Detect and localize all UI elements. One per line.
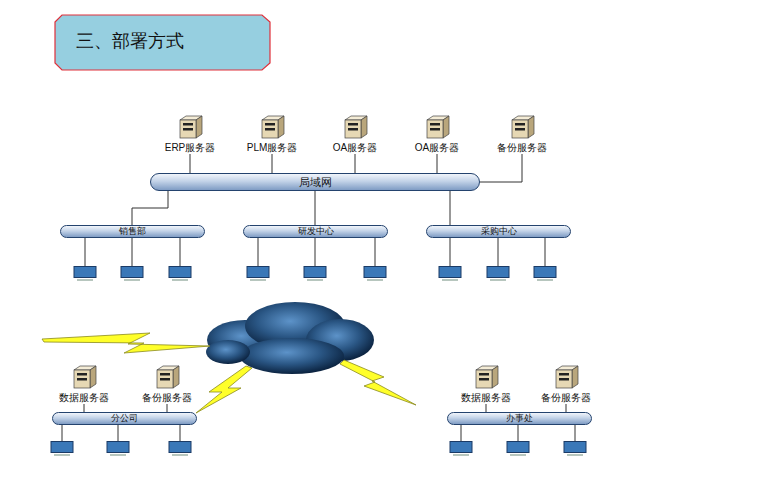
- bus-label: 分公司: [53, 413, 196, 424]
- network-link: [167, 404, 168, 412]
- bus-label: 办事处: [448, 413, 591, 424]
- drive-slot: [515, 128, 525, 131]
- pc-monitors: [51, 267, 586, 456]
- server-node: 备份服务器: [477, 114, 567, 154]
- server-front: [512, 120, 528, 138]
- bus-label: 局域网: [151, 174, 479, 190]
- bus-label: 销售部: [61, 226, 204, 237]
- server-label: 备份服务器: [521, 392, 611, 404]
- network-link: [355, 154, 356, 173]
- drive-slot: [77, 378, 87, 381]
- server-side: [443, 116, 449, 138]
- server-front: [262, 120, 278, 138]
- server-side: [492, 366, 498, 388]
- server-front: [180, 120, 196, 138]
- drive-slot: [430, 123, 440, 126]
- server-icon: [177, 114, 203, 140]
- server-side: [572, 366, 578, 388]
- network-link: [132, 191, 168, 225]
- network-bus: 分公司: [52, 412, 197, 425]
- server-label: 备份服务器: [477, 142, 567, 154]
- server-node: 数据服务器: [441, 364, 531, 404]
- server-front: [74, 370, 90, 388]
- server-node: 备份服务器: [122, 364, 212, 404]
- server-node: PLM服务器: [227, 114, 317, 154]
- drive-slot: [183, 123, 193, 126]
- network-link: [84, 404, 85, 412]
- drive-slot: [77, 373, 87, 376]
- network-link: [480, 154, 522, 182]
- server-front: [556, 370, 572, 388]
- server-label: 备份服务器: [122, 392, 212, 404]
- server-front: [157, 370, 173, 388]
- server-front: [476, 370, 492, 388]
- network-link: [450, 191, 451, 225]
- network-bus: 研发中心: [243, 225, 388, 238]
- server-icon: [71, 364, 97, 390]
- server-node: OA服务器: [392, 114, 482, 154]
- drive-slot: [515, 123, 525, 126]
- drive-slot: [559, 373, 569, 376]
- title-box: [55, 15, 270, 70]
- server-label: OA服务器: [310, 142, 400, 154]
- server-side: [90, 366, 96, 388]
- network-link: [566, 404, 567, 412]
- server-icon: [553, 364, 579, 390]
- server-label: ERP服务器: [145, 142, 235, 154]
- server-label: OA服务器: [392, 142, 482, 154]
- network-link: [272, 154, 273, 173]
- server-side: [196, 116, 202, 138]
- server-icon: [473, 364, 499, 390]
- server-icon: [154, 364, 180, 390]
- network-link: [315, 191, 316, 225]
- drive-slot: [348, 123, 358, 126]
- drive-slot: [160, 373, 170, 376]
- drive-slot: [160, 378, 170, 381]
- server-side: [528, 116, 534, 138]
- network-bus: 办事处: [447, 412, 592, 425]
- drive-slot: [183, 128, 193, 131]
- server-side: [173, 366, 179, 388]
- server-label: 数据服务器: [39, 392, 129, 404]
- server-icon: [342, 114, 368, 140]
- bus-label: 研发中心: [244, 226, 387, 237]
- drive-slot: [348, 128, 358, 131]
- network-link: [486, 404, 487, 412]
- server-node: 备份服务器: [521, 364, 611, 404]
- drive-slot: [430, 128, 440, 131]
- server-icon: [509, 114, 535, 140]
- network-link: [437, 154, 438, 173]
- network-bus: 局域网: [150, 173, 480, 191]
- server-node: 数据服务器: [39, 364, 129, 404]
- network-link: [190, 154, 191, 173]
- drop-wires: [62, 238, 575, 441]
- slide-title: 三、部署方式: [76, 29, 184, 53]
- drive-slot: [265, 128, 275, 131]
- bus-label: 采购中心: [427, 226, 570, 237]
- server-front: [427, 120, 443, 138]
- network-bus: 销售部: [60, 225, 205, 238]
- server-label: PLM服务器: [227, 142, 317, 154]
- drive-slot: [479, 373, 489, 376]
- server-node: ERP服务器: [145, 114, 235, 154]
- server-label: 数据服务器: [441, 392, 531, 404]
- server-icon: [424, 114, 450, 140]
- drive-slot: [479, 378, 489, 381]
- server-icon: [259, 114, 285, 140]
- server-node: OA服务器: [310, 114, 400, 154]
- server-side: [361, 116, 367, 138]
- server-side: [278, 116, 284, 138]
- network-bus: 采购中心: [426, 225, 571, 238]
- drive-slot: [265, 123, 275, 126]
- server-front: [345, 120, 361, 138]
- drive-slot: [559, 378, 569, 381]
